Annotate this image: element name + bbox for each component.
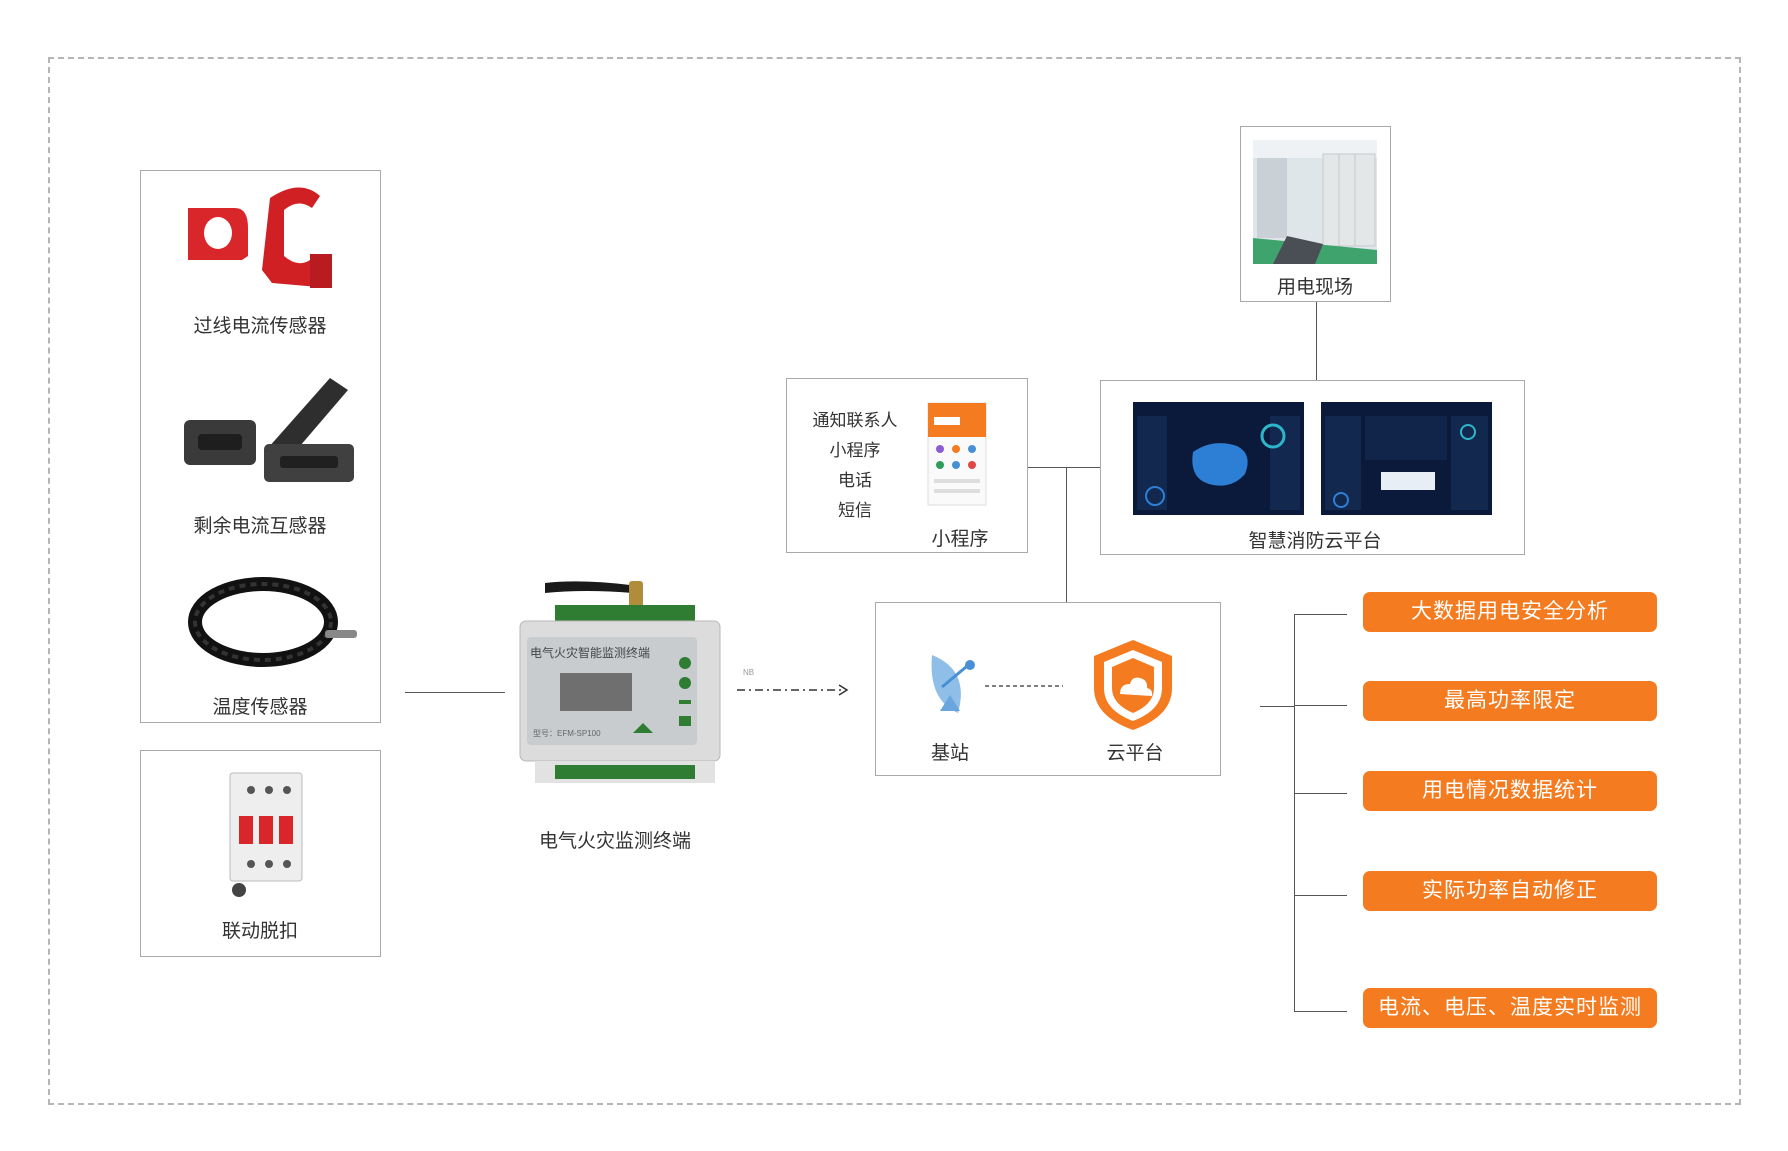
sensor-to-terminal-connector bbox=[405, 692, 505, 693]
monitoring-terminal-image: 电气火灾智能监测终端 型号：EFM-SP100 bbox=[519, 581, 721, 783]
notify-to-platform-connector bbox=[1028, 467, 1100, 468]
power-room-photo bbox=[1253, 140, 1377, 264]
cloud-platform-label: 云平台 bbox=[1106, 743, 1164, 764]
notify-phone: 电话 bbox=[838, 471, 872, 490]
current-sensor-label: 过线电流传感器 bbox=[193, 316, 327, 337]
dashboard-screenshot-1 bbox=[1133, 402, 1304, 515]
notification-panel bbox=[786, 378, 1028, 553]
residual-current-sensor-label: 剩余电流互感器 bbox=[193, 516, 327, 537]
cloud-to-features-connector bbox=[1260, 706, 1294, 707]
feature-realtime-monitoring: 电流、电压、温度实时监测 bbox=[1363, 988, 1657, 1028]
notify-mini-program: 小程序 bbox=[829, 441, 881, 460]
cloud-shield-icon bbox=[1094, 640, 1172, 730]
temperature-sensor-label: 温度传感器 bbox=[212, 697, 308, 718]
station-to-cloud-link bbox=[985, 685, 1063, 687]
site-to-platform-connector bbox=[1316, 302, 1317, 380]
dashboard-screenshot-2 bbox=[1321, 402, 1492, 515]
diagram-frame bbox=[48, 57, 1741, 1105]
site-caption: 用电现场 bbox=[1276, 277, 1353, 298]
notify-sms: 短信 bbox=[838, 501, 872, 520]
platform-caption: 智慧消防云平台 bbox=[1248, 531, 1382, 552]
feature-big-data-analysis: 大数据用电安全分析 bbox=[1363, 592, 1657, 632]
feature-max-power-limit: 最高功率限定 bbox=[1363, 681, 1657, 721]
feature-power-auto-correction: 实际功率自动修正 bbox=[1363, 871, 1657, 911]
linkage-trip-label: 联动脱扣 bbox=[221, 921, 298, 942]
features-bracket bbox=[1294, 614, 1295, 1011]
temperature-sensor-image bbox=[188, 577, 357, 667]
notify-caption: 小程序 bbox=[931, 529, 989, 550]
feature-branch-4 bbox=[1294, 895, 1347, 896]
notify-contacts: 通知联系人 bbox=[812, 411, 898, 430]
base-station-label: 基站 bbox=[930, 743, 969, 764]
cloud-uplink-connector bbox=[1066, 467, 1067, 602]
terminal-label: 电气火灾监测终端 bbox=[538, 831, 691, 852]
feature-branch-5 bbox=[1294, 1011, 1347, 1012]
terminal-panel-title: 电气火灾智能监测终端 bbox=[530, 645, 650, 660]
feature-branch-3 bbox=[1294, 793, 1347, 794]
current-sensor-image bbox=[188, 187, 332, 288]
residual-current-sensor-image bbox=[184, 378, 354, 482]
circuit-breaker-image bbox=[229, 772, 303, 897]
satellite-dish-icon bbox=[931, 655, 975, 713]
mini-program-phone-image bbox=[927, 402, 987, 506]
feature-branch-2 bbox=[1294, 705, 1347, 706]
terminal-model-text: 型号：EFM-SP100 bbox=[533, 729, 601, 738]
nb-arrow: NB bbox=[737, 668, 849, 696]
feature-usage-statistics: 用电情况数据统计 bbox=[1363, 771, 1657, 811]
feature-branch-1 bbox=[1294, 614, 1347, 615]
nb-label: NB bbox=[743, 668, 754, 677]
